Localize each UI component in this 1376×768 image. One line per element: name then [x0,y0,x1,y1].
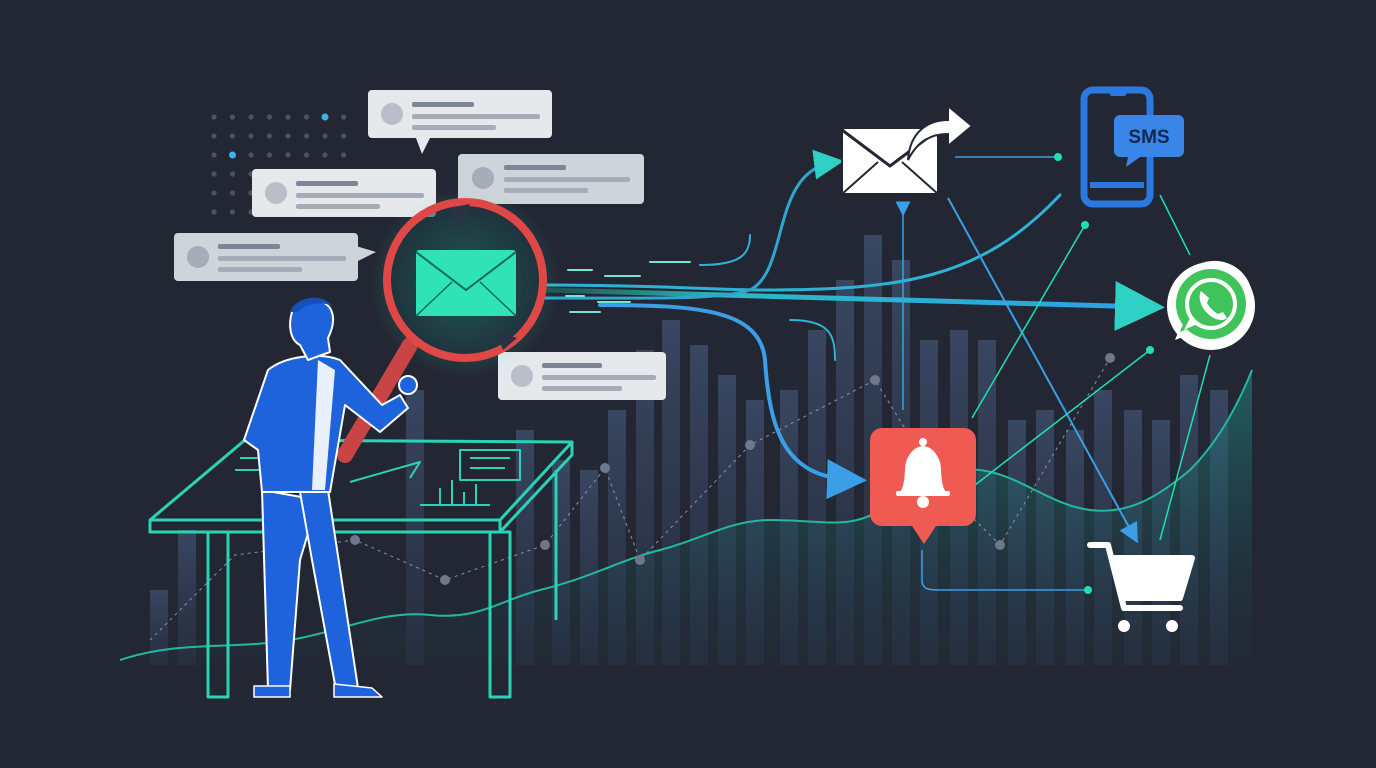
grid-dot [248,133,254,139]
grid-dot [340,133,347,139]
background-area-chart [119,369,1253,665]
grid-dot [211,114,217,120]
grid-dot [248,114,254,120]
grid-dot [211,209,217,215]
grid-dot [229,171,236,177]
grid-dot [340,152,347,158]
shopping-cart-icon [1087,542,1195,632]
sms-icon: SMS [1114,115,1184,167]
grid-dot [229,190,236,196]
magnifier-icon [337,188,560,463]
data-flow-lines [542,149,1165,500]
grid-dot [229,209,236,215]
grid-dot [229,151,236,159]
grid-dot [266,114,273,120]
grid-dot [285,114,291,120]
grid-dot [303,133,310,139]
grid-dot [229,133,236,139]
chat-bubble-icon [174,233,376,281]
grid-dot [303,114,310,120]
chat-bubble-icon [368,90,552,154]
chat-bubble-icon [458,154,644,204]
grid-dot [322,152,328,158]
grid-dot [211,171,217,177]
grid-dot [211,133,217,139]
chat-bubble-icon [252,169,436,217]
grid-dot [211,152,217,158]
grid-dot [285,152,291,158]
grid-dot [285,133,291,139]
chat-bubble-icon [498,352,666,400]
whatsapp-icon [1167,260,1255,350]
grid-dot [303,152,310,158]
grid-dot [322,133,328,139]
forward-arrow-icon [907,103,974,161]
grid-dot [266,133,273,139]
sms-label: SMS [1128,127,1169,148]
grid-dot [321,113,329,121]
bell-icon [870,428,976,544]
connection-lines [895,153,1211,594]
email-icon [415,250,517,317]
grid-dot [340,114,347,120]
grid-dot [266,152,273,158]
grid-dot [248,152,254,158]
grid-dot [211,190,217,196]
person-figure [243,297,418,698]
grid-dot [229,114,236,120]
